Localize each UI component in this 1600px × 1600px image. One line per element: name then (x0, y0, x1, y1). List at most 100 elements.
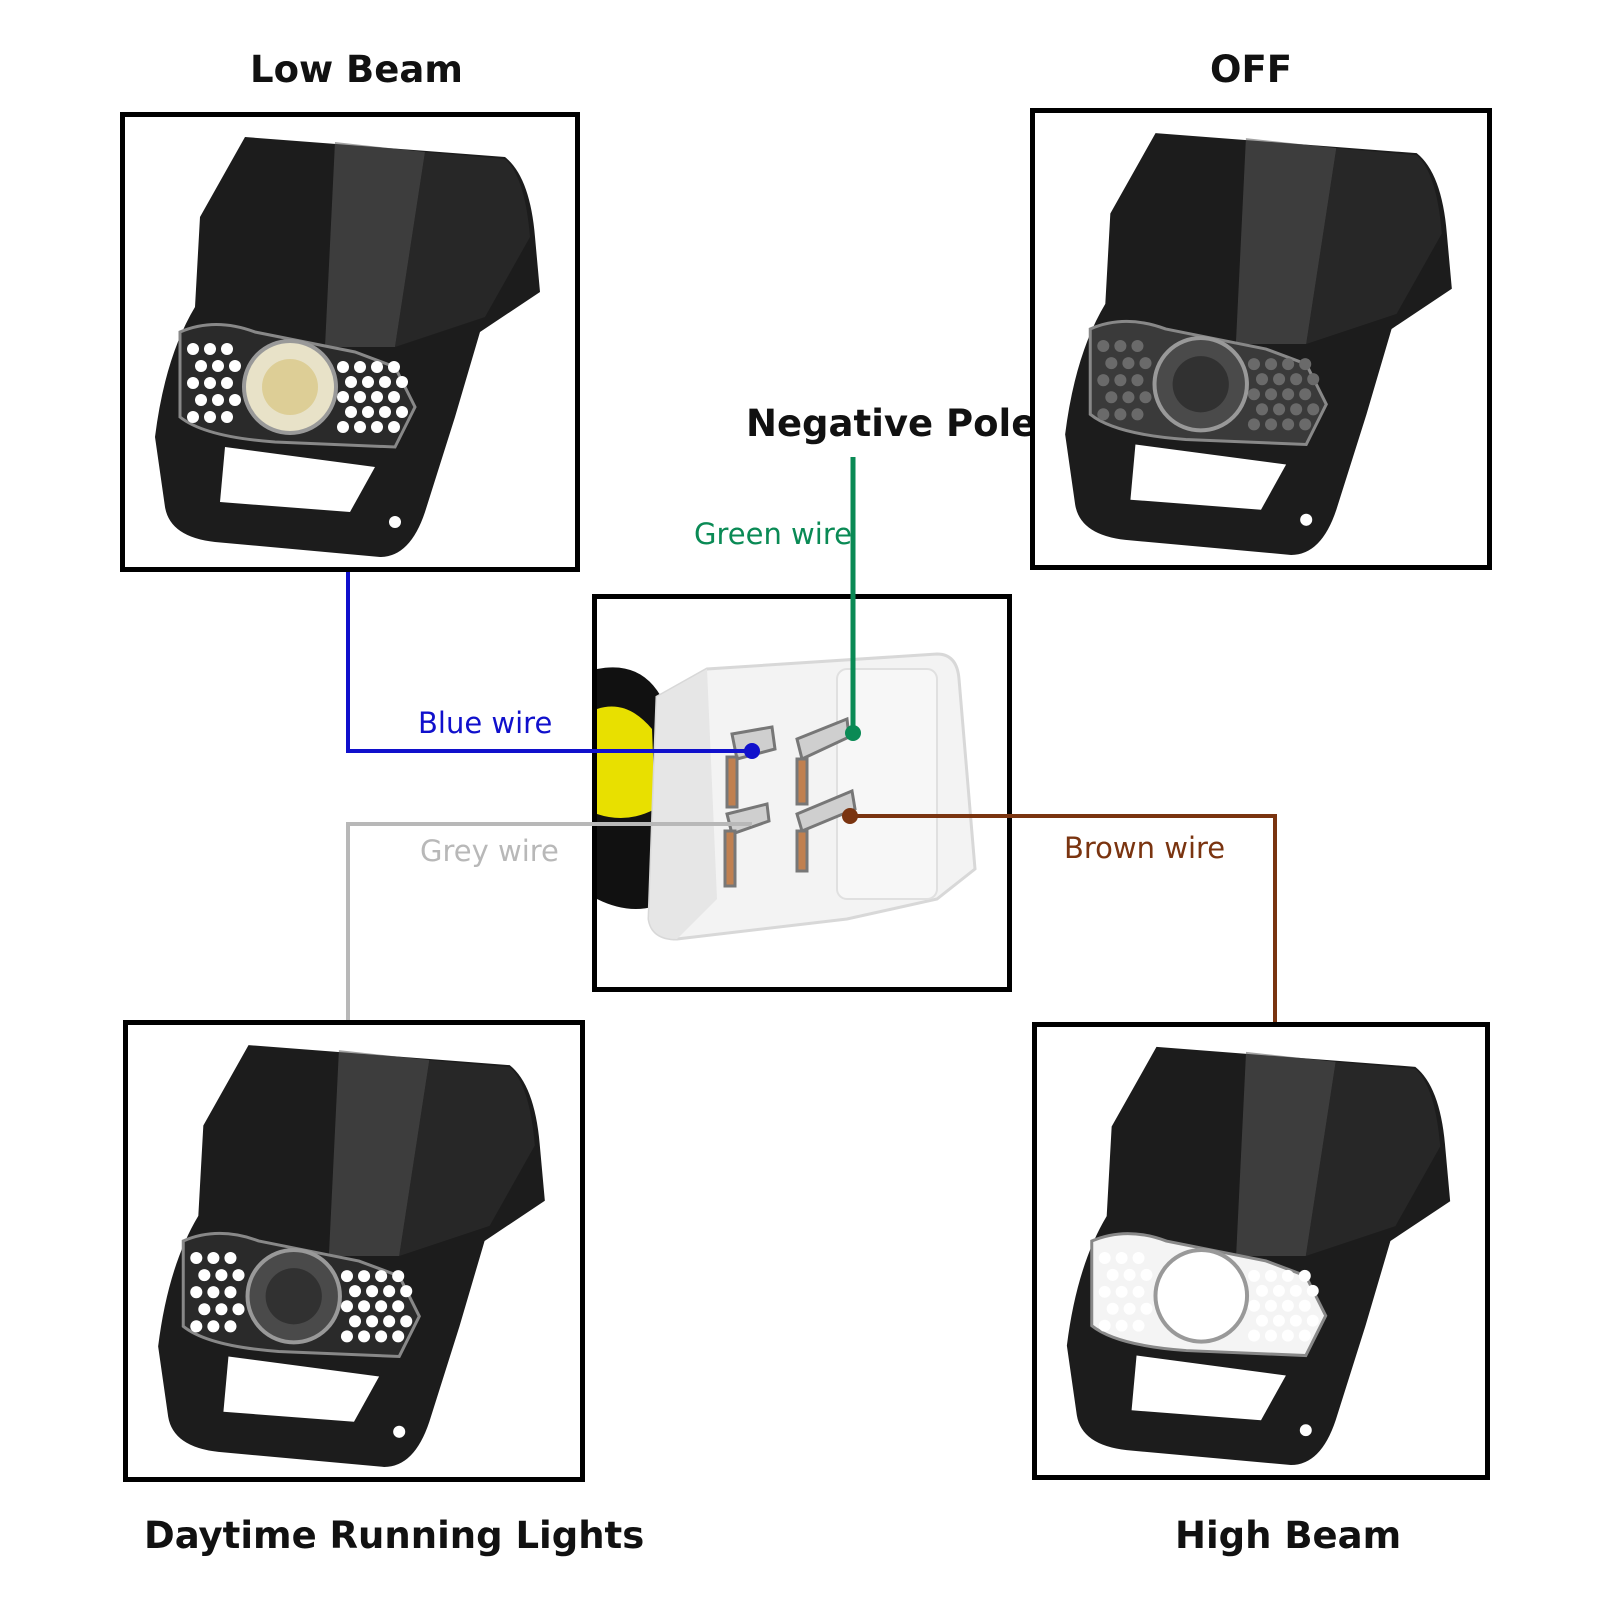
led-cell (379, 376, 391, 388)
led-cell (358, 1300, 371, 1313)
brown-wire-label: Brown wire (1064, 831, 1226, 865)
led-cell (1289, 1314, 1302, 1327)
led-cell (1098, 1285, 1111, 1298)
housing-cutout (1131, 1355, 1286, 1421)
led-cell (1131, 374, 1144, 387)
led-cell (195, 360, 207, 372)
led-cell (1307, 403, 1320, 416)
led-cell (187, 411, 199, 423)
led-cell (207, 1252, 220, 1265)
led-cell (1115, 1285, 1128, 1298)
led-cell (204, 411, 216, 423)
led-cell (340, 1270, 353, 1283)
led-cell (1247, 418, 1260, 431)
headlight-high-beam-image (1066, 1046, 1451, 1466)
led-cell (1265, 418, 1278, 431)
led-cell (215, 1303, 228, 1316)
led-cell (1282, 388, 1295, 401)
led-cell (1299, 358, 1312, 371)
led-cell (215, 1269, 228, 1282)
led-cell (1131, 340, 1144, 353)
green-wire-terminal-dot (845, 725, 861, 741)
visor-highlight (1236, 1051, 1336, 1256)
led-cell (1106, 1302, 1119, 1315)
led-cell (1097, 408, 1110, 421)
mount-hole (389, 516, 401, 528)
led-cell (396, 376, 408, 388)
led-cell (1282, 358, 1295, 371)
led-cell (354, 391, 366, 403)
led-cell (362, 406, 374, 418)
led-cell (375, 1270, 388, 1283)
led-cell (212, 360, 224, 372)
led-cell (1247, 388, 1260, 401)
led-cell (362, 376, 374, 388)
led-cell (195, 394, 207, 406)
led-cell (1273, 373, 1286, 386)
housing-cutout (1130, 444, 1287, 510)
led-cell (1140, 1268, 1153, 1281)
led-cell (1290, 373, 1303, 386)
led-cell (1098, 1251, 1111, 1264)
led-cell (375, 1300, 388, 1313)
led-cell (1106, 1268, 1119, 1281)
grey-wire-label: Grey wire (420, 834, 559, 868)
drl-panel (123, 1020, 585, 1482)
led-cell (1247, 358, 1260, 371)
led-cell (358, 1330, 371, 1343)
high-beam-panel (1032, 1022, 1490, 1480)
led-cell (371, 421, 383, 433)
led-cell (1131, 408, 1144, 421)
led-cell (1255, 373, 1269, 386)
led-cell (187, 343, 199, 355)
led-cell (366, 1315, 379, 1328)
led-cell (1097, 340, 1110, 353)
led-cell (400, 1285, 413, 1298)
led-cell (1097, 374, 1110, 387)
led-cell (396, 406, 408, 418)
led-cell (1289, 1284, 1302, 1297)
housing-cutout (220, 447, 375, 512)
led-cell (1248, 1299, 1261, 1312)
led-cell (232, 1303, 245, 1316)
led-cell (1248, 1269, 1261, 1282)
visor-highlight (1235, 138, 1337, 345)
terminal-brown (795, 788, 857, 873)
led-cell (371, 361, 383, 373)
blue-wire-line (346, 572, 752, 753)
mount-hole (393, 1425, 406, 1438)
drl-title: Daytime Running Lights (144, 1514, 645, 1557)
led-cell (1256, 1284, 1268, 1297)
led-cell (204, 343, 216, 355)
off-title: OFF (1210, 48, 1293, 91)
led-cell (1140, 1302, 1153, 1315)
low-beam-title: Low Beam (250, 48, 463, 91)
led-cell (1105, 391, 1118, 404)
led-cell (190, 1286, 203, 1299)
led-cell (1306, 1314, 1319, 1327)
led-cell (1264, 1329, 1277, 1342)
off-panel (1030, 108, 1492, 570)
low-beam-panel (120, 112, 580, 572)
led-cell (1298, 1329, 1311, 1342)
led-cell (337, 391, 349, 403)
led-cell (1298, 1269, 1311, 1282)
led-cell (1272, 1314, 1285, 1327)
led-cell (198, 1269, 211, 1282)
led-cell (187, 377, 199, 389)
led-cell (1299, 388, 1312, 401)
led-cell (383, 1285, 396, 1298)
led-cell (1139, 357, 1152, 370)
led-cell (1265, 388, 1278, 401)
brown-wire-terminal-dot (842, 808, 858, 824)
led-cell (190, 1252, 203, 1265)
grey-wire-line (346, 822, 752, 1020)
negative-pole-title: Negative Pole (746, 402, 1037, 445)
led-cell (366, 1285, 379, 1298)
headlight-off-image (1065, 133, 1452, 555)
led-cell (400, 1315, 413, 1328)
brown-wire-line (850, 814, 1277, 1022)
led-cell (198, 1303, 211, 1316)
headlight-drl-image (158, 1045, 545, 1467)
green-wire-label: Green wire (694, 517, 852, 551)
